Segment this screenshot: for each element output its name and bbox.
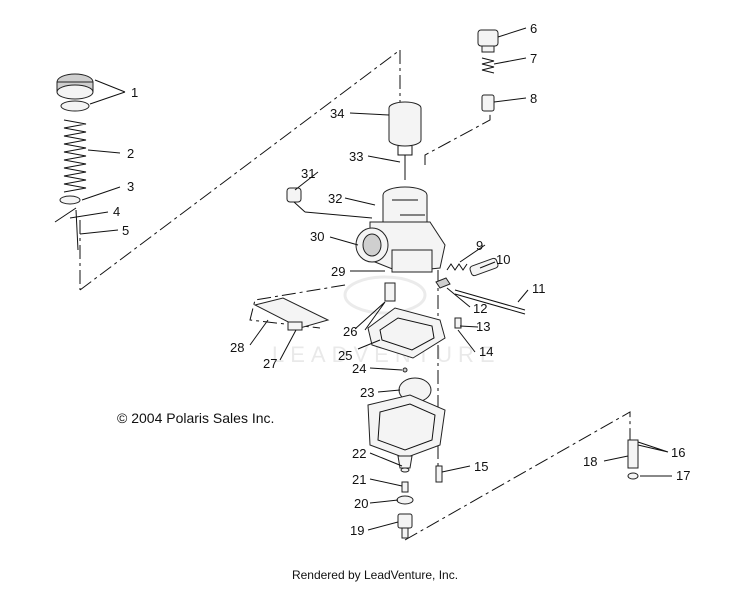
callout-3: 3	[127, 179, 134, 194]
callout-27: 27	[263, 356, 277, 371]
adjuster-part	[477, 29, 499, 112]
callout-13: 13	[476, 319, 490, 334]
callout-28: 28	[230, 340, 244, 355]
copyright-text: © 2004 Polaris Sales Inc.	[117, 410, 275, 426]
callout-2: 2	[127, 146, 134, 161]
cap-part	[56, 73, 94, 112]
callout-31: 31	[301, 166, 315, 181]
callout-11: 11	[532, 281, 546, 296]
callout-34: 34	[330, 106, 344, 121]
callout-29: 29	[331, 264, 345, 279]
callout-30: 30	[310, 229, 324, 244]
callout-4: 4	[113, 204, 120, 219]
callout-21: 21	[352, 472, 366, 487]
callout-23: 23	[360, 385, 374, 400]
callout-16: 16	[671, 445, 685, 460]
plate-part	[253, 297, 330, 331]
pilot-screw-part	[435, 257, 526, 315]
pin-part	[627, 439, 639, 480]
footer-text: Rendered by LeadVenture, Inc.	[291, 568, 459, 582]
callout-5: 5	[122, 223, 129, 238]
callout-15: 15	[474, 459, 488, 474]
callout-7: 7	[530, 51, 537, 66]
needle-part	[54, 195, 81, 251]
callout-33: 33	[349, 149, 363, 164]
bowl-screw-part	[435, 465, 443, 483]
callout-6: 6	[530, 21, 537, 36]
assembly-lines	[79, 49, 631, 541]
callout-19: 19	[350, 523, 364, 538]
callout-14: 14	[479, 344, 493, 359]
callout-32: 32	[328, 191, 342, 206]
callout-10: 10	[496, 252, 510, 267]
callout-22: 22	[352, 446, 366, 461]
gasket-part	[367, 307, 446, 359]
spring-part	[63, 119, 87, 193]
callout-20: 20	[354, 496, 368, 511]
float-bowl-part	[367, 394, 446, 469]
leader-lines	[69, 27, 672, 531]
callout-12: 12	[473, 301, 487, 316]
throttle-slide-part	[388, 101, 422, 180]
callout-26: 26	[343, 324, 357, 339]
callout-8: 8	[530, 91, 537, 106]
callout-17: 17	[676, 468, 690, 483]
callout-25: 25	[338, 348, 352, 363]
callout-labels: 1 2 3 4 5 6 7 8 9 10 11 12 13 14 15 16 1…	[113, 21, 690, 538]
carburetor-body	[355, 186, 446, 273]
callout-18: 18	[583, 454, 597, 469]
drain-parts	[396, 467, 414, 539]
small-screw-part	[384, 282, 462, 329]
callout-1: 1	[131, 85, 138, 100]
callout-24: 24	[352, 361, 366, 376]
cable-adjuster-part	[286, 187, 373, 219]
callout-9: 9	[476, 238, 483, 253]
